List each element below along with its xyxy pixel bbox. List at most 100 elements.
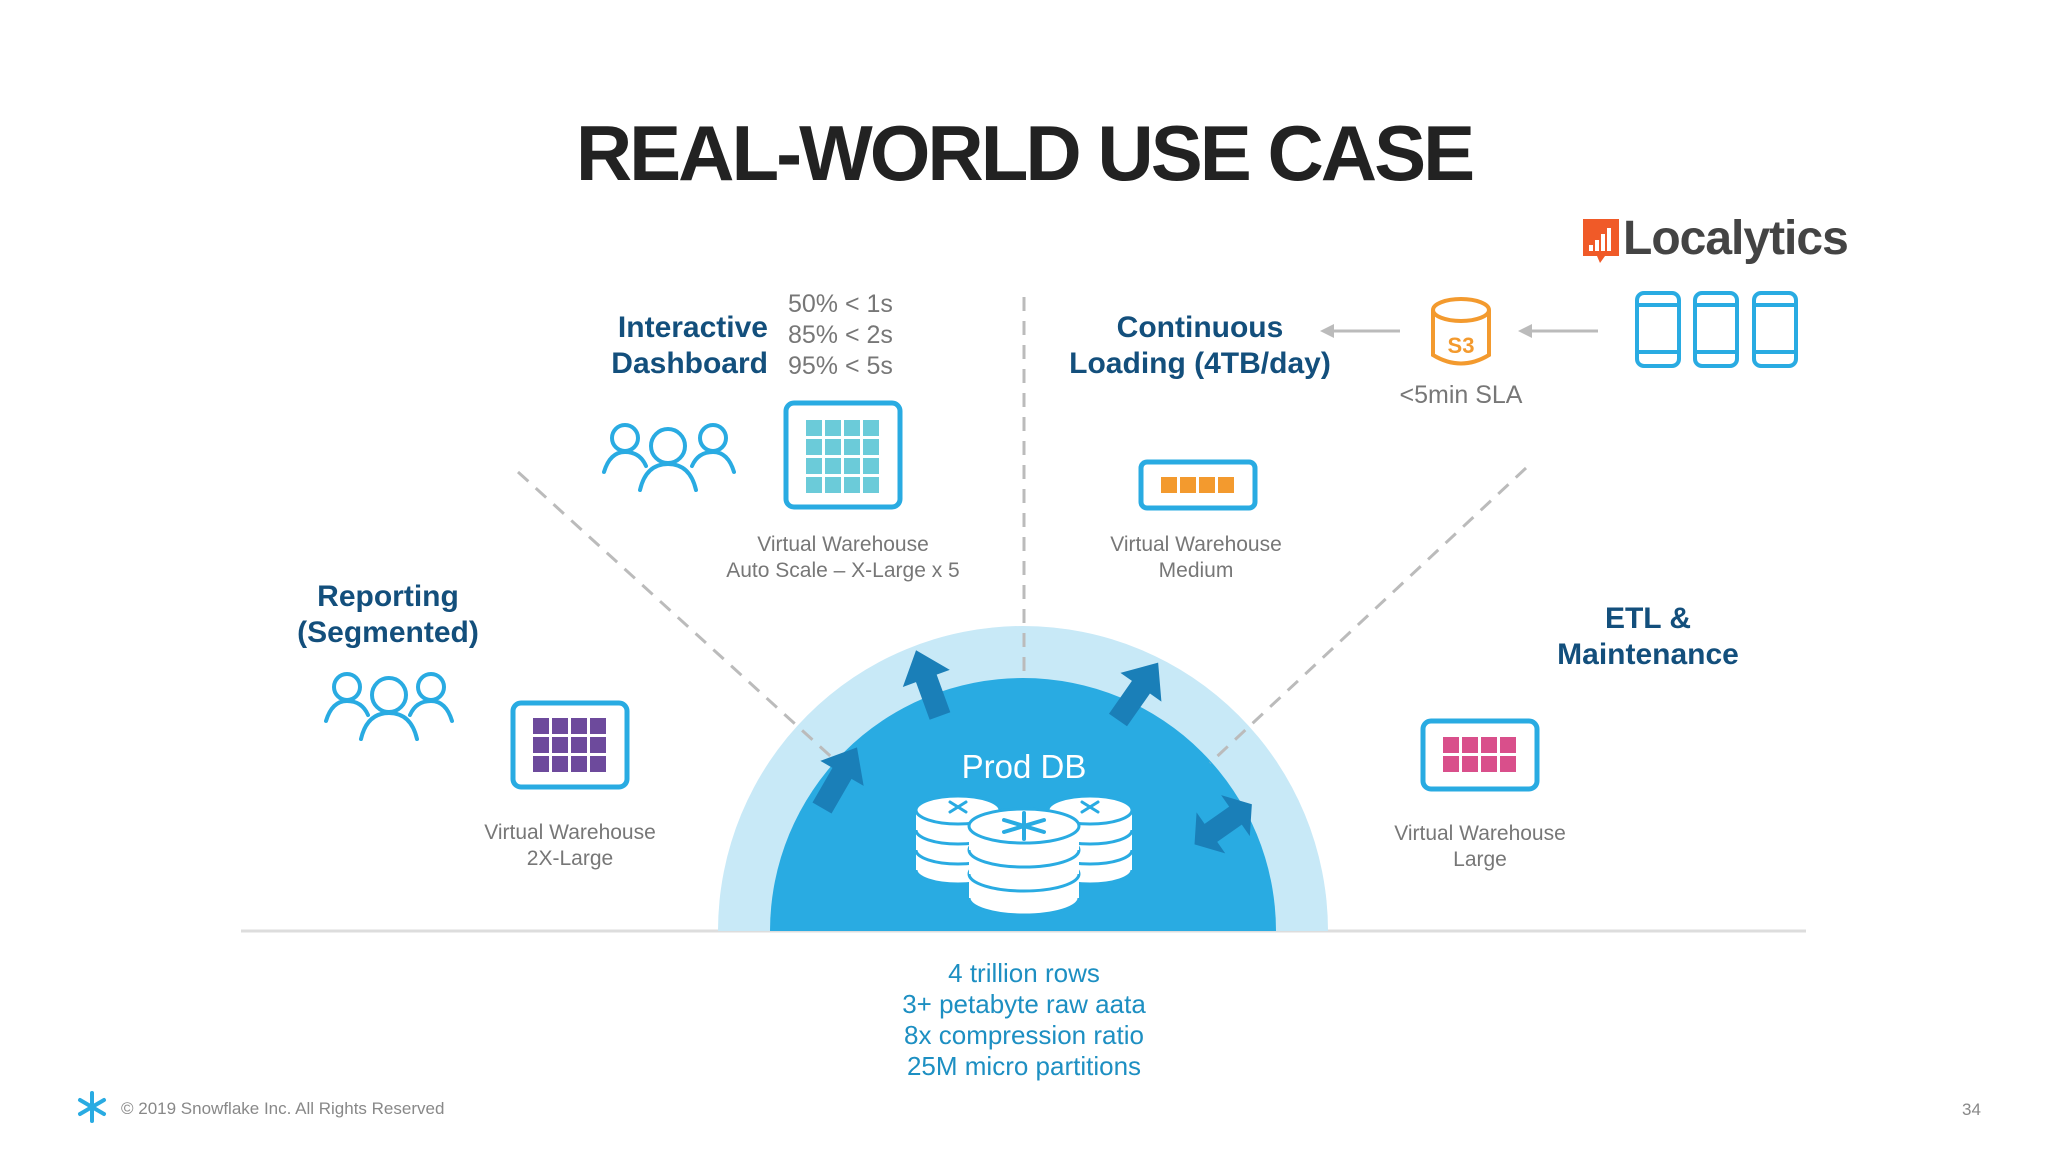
warehouse-label-reporting: Virtual Warehouse 2X-Large — [420, 820, 720, 872]
warehouse-cell — [1462, 737, 1478, 753]
arrow-icon — [1194, 795, 1252, 854]
warehouse-cell — [844, 439, 860, 455]
brand-name: Localytics — [1623, 212, 1849, 265]
sla-label: <5min SLA — [1399, 381, 1523, 409]
warehouse-cell — [1443, 756, 1459, 772]
warehouse-label-continuous: Virtual Warehouse Medium — [1046, 532, 1346, 584]
snowflake-icon — [1002, 811, 1046, 841]
warehouse-cell — [844, 458, 860, 474]
dome-inner — [770, 678, 1276, 931]
section-line: Dashboard — [611, 347, 768, 380]
radial-dividers — [516, 297, 1528, 765]
warehouse-label-line: 2X-Large — [526, 847, 614, 870]
warehouse-cell — [806, 458, 822, 474]
section-reporting: Reporting (Segmented) — [268, 579, 508, 651]
warehouse-cell — [863, 420, 879, 436]
arrow-icon — [902, 650, 951, 720]
section-line: Continuous — [1116, 311, 1284, 344]
warehouse-cell — [1161, 477, 1177, 493]
warehouse-cell — [552, 756, 568, 772]
warehouse-cell — [825, 420, 841, 436]
warehouse-cell — [533, 756, 549, 772]
warehouse-cell — [1218, 477, 1234, 493]
warehouse-cell — [533, 737, 549, 753]
warehouse-cell — [806, 439, 822, 455]
warehouse-label-line: Virtual Warehouse — [757, 533, 929, 556]
stat-line: 8x compression ratio — [904, 1020, 1144, 1050]
db-stats: 4 trillion rows 3+ petabyte raw aata 8x … — [0, 958, 2048, 1082]
snowflake-icon — [78, 1091, 106, 1123]
warehouse-cell — [590, 756, 606, 772]
section-line: (Segmented) — [297, 616, 479, 649]
warehouse-cell — [806, 420, 822, 436]
phones — [1635, 291, 1798, 368]
metric-line: 95% < 5s — [788, 352, 893, 380]
prod-db-label: Prod DB — [961, 748, 1087, 785]
section-etl-maintenance: ETL & Maintenance — [1528, 601, 1768, 673]
localytics-logo-icon — [1583, 219, 1619, 263]
warehouse-grid-icon — [1420, 718, 1540, 792]
warehouse-cell — [533, 718, 549, 734]
warehouse-cell — [825, 477, 841, 493]
warehouse-grid-icon — [1138, 459, 1258, 511]
warehouse-label-line: Virtual Warehouse — [1110, 533, 1282, 556]
s3-badge: S3 — [1447, 333, 1475, 358]
warehouse-label-line: Virtual Warehouse — [1394, 822, 1566, 845]
section-line: Interactive — [617, 311, 768, 344]
metric-line: 85% < 2s — [788, 321, 893, 349]
warehouse-cell — [590, 737, 606, 753]
users-icon — [324, 672, 454, 741]
warehouse-cell — [844, 477, 860, 493]
warehouse-label-line: Auto Scale – X-Large x 5 — [726, 559, 960, 582]
warehouse-cell — [552, 737, 568, 753]
warehouse-label-line: Large — [1453, 848, 1507, 871]
warehouse-cell — [1500, 737, 1516, 753]
divider-right — [1208, 466, 1528, 765]
section-interactive-dashboard: Interactive Dashboard — [568, 310, 768, 382]
warehouse-label-etl: Virtual Warehouse Large — [1330, 821, 1630, 873]
warehouse-cell — [863, 439, 879, 455]
section-line: Loading (4TB/day) — [1069, 347, 1331, 380]
phone-icon — [1693, 291, 1739, 368]
s3-bucket-icon — [1431, 297, 1491, 366]
section-line: ETL & — [1604, 602, 1692, 635]
arrow-icon — [1108, 662, 1162, 727]
warehouse-cell — [825, 439, 841, 455]
warehouse-label-line: Virtual Warehouse — [484, 821, 656, 844]
page-title: REAL-WORLD USE CASE — [575, 109, 1475, 197]
phone-icon — [1752, 291, 1798, 368]
warehouse-cell — [1500, 756, 1516, 772]
divider-left — [516, 470, 840, 765]
arrow-icon — [812, 747, 864, 814]
stat-line: 25M micro partitions — [906, 1051, 1142, 1081]
metric-line: 50% < 1s — [788, 290, 893, 318]
dome-arrows — [812, 650, 1252, 854]
page-number: 34 — [1962, 1100, 1981, 1119]
users-icon — [602, 423, 736, 492]
warehouse-cell — [863, 477, 879, 493]
section-continuous-loading: Continuous Loading (4TB/day) — [1040, 310, 1360, 382]
section-line: Reporting — [317, 580, 459, 613]
arrow-icon — [1320, 324, 1334, 338]
phone-icon — [1635, 291, 1681, 368]
warehouse-cell — [571, 756, 587, 772]
warehouse-cell — [1481, 756, 1497, 772]
warehouse-grid-icon — [783, 400, 903, 510]
copyright: © 2019 Snowflake Inc. All Rights Reserve… — [121, 1099, 445, 1118]
warehouse-cell — [571, 737, 587, 753]
warehouse-cell — [552, 718, 568, 734]
arrow-icon — [1518, 324, 1532, 338]
stat-line: 3+ petabyte raw aata — [902, 989, 1146, 1019]
stat-line: 4 trillion rows — [948, 958, 1100, 988]
warehouse-cell — [825, 458, 841, 474]
warehouse-cell — [844, 420, 860, 436]
database-icon — [914, 794, 1134, 917]
warehouse-cell — [806, 477, 822, 493]
warehouse-cell — [1180, 477, 1196, 493]
warehouse-cell — [863, 458, 879, 474]
section-line: Maintenance — [1557, 638, 1739, 671]
flow-arrows — [1320, 324, 1598, 338]
warehouse-cell — [590, 718, 606, 734]
